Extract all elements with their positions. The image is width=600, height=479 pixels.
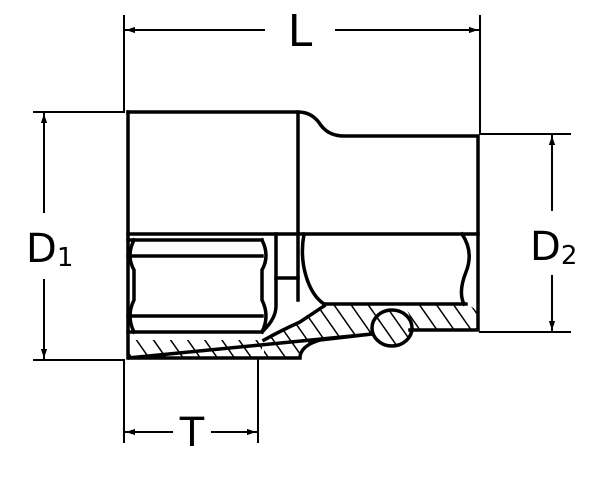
extension-lines — [33, 15, 571, 443]
hex-opening-left — [300, 231, 327, 307]
drive-recess-top — [126, 238, 264, 258]
label-length: L — [288, 6, 313, 57]
drive-recess-left-curve — [128, 237, 137, 335]
retaining-ball — [370, 308, 414, 348]
hatch-neck-wall — [264, 304, 384, 357]
hex-opening-right — [459, 231, 471, 307]
label-d2-sub: 2 — [561, 241, 578, 271]
dimension-labels: L D1 D2 T — [26, 6, 577, 456]
label-d1: D1 — [26, 226, 73, 273]
label-d1-main: D — [26, 226, 57, 272]
dimension-lines — [40, 26, 556, 436]
label-d2-main: D — [530, 224, 561, 270]
hatch-drive-wall — [128, 340, 262, 357]
hatch-front-wall — [404, 304, 478, 330]
label-d2: D2 — [530, 224, 577, 271]
drive-recess-right-curve — [259, 237, 268, 335]
drive-shoulder — [261, 232, 300, 333]
neck-lower-contour — [261, 303, 327, 343]
drive-recess-bottom — [126, 314, 264, 334]
socket-body — [126, 110, 480, 360]
label-drive-depth: T — [179, 410, 205, 456]
outer-contour — [126, 110, 480, 360]
label-d1-sub: 1 — [57, 243, 74, 273]
